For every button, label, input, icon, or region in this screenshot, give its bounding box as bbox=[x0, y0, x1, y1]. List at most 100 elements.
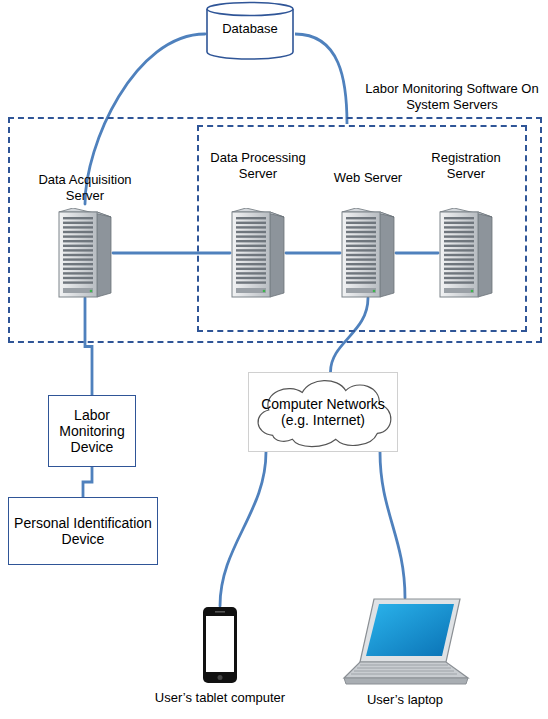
cloud-node: Computer Networks (e.g. Internet) bbox=[248, 372, 398, 452]
device-caption: User’s tablet computer bbox=[150, 690, 290, 706]
server-bay bbox=[346, 272, 376, 274]
server-label: Web Server bbox=[313, 170, 423, 186]
server-bay bbox=[346, 240, 376, 242]
phone-node: User’s tablet computer bbox=[150, 606, 290, 706]
laptop-key-row bbox=[354, 671, 454, 672]
server-bay bbox=[63, 263, 93, 265]
device-label: Personal Identification Device bbox=[14, 515, 152, 547]
connector-line bbox=[331, 298, 369, 372]
server-node: Registration Server bbox=[416, 150, 516, 298]
server-icon bbox=[340, 208, 396, 298]
laptop-key-row bbox=[360, 665, 448, 666]
server-bay bbox=[236, 249, 266, 251]
server-bay bbox=[346, 258, 376, 260]
server-bay bbox=[346, 226, 376, 228]
server-node: Data Acquisition Server bbox=[30, 172, 140, 298]
server-bay bbox=[346, 268, 376, 270]
laptop-node: User’s laptop bbox=[320, 598, 490, 708]
box-node: Labor Monitoring Device bbox=[48, 395, 136, 467]
server-side bbox=[270, 212, 284, 297]
server-bay bbox=[236, 272, 266, 274]
server-bay bbox=[236, 258, 266, 260]
server-bay bbox=[444, 268, 474, 270]
server-node: Data Processing Server bbox=[198, 150, 318, 298]
laptop-key-row bbox=[351, 674, 457, 675]
group-heading: Labor Monitoring Software On System Serv… bbox=[364, 81, 540, 113]
server-bay bbox=[236, 281, 266, 283]
server-bay bbox=[236, 240, 266, 242]
server-bay bbox=[236, 226, 266, 228]
server-bay bbox=[63, 254, 93, 256]
server-side bbox=[380, 212, 394, 297]
server-bay bbox=[236, 222, 266, 224]
server-bay bbox=[63, 235, 93, 237]
server-bay bbox=[236, 254, 266, 256]
laptop-lid bbox=[360, 599, 460, 662]
server-bay bbox=[346, 217, 376, 219]
server-bay bbox=[444, 231, 474, 233]
server-front bbox=[440, 212, 478, 297]
server-bay bbox=[63, 226, 93, 228]
server-icon bbox=[438, 208, 494, 298]
server-bay bbox=[444, 272, 474, 274]
server-bay bbox=[236, 235, 266, 237]
connector-line bbox=[220, 452, 266, 606]
laptop-icon bbox=[340, 598, 470, 690]
device-caption: User’s laptop bbox=[320, 692, 490, 708]
connector-line bbox=[83, 467, 92, 497]
server-base bbox=[236, 288, 266, 293]
server-bay bbox=[236, 268, 266, 270]
server-bay bbox=[63, 231, 93, 233]
server-bay bbox=[346, 235, 376, 237]
server-bay bbox=[444, 226, 474, 228]
server-bay bbox=[346, 245, 376, 247]
cylinder-top bbox=[207, 3, 293, 16]
server-bay bbox=[444, 263, 474, 265]
tablet-body bbox=[203, 607, 237, 683]
tablet-button bbox=[218, 675, 223, 680]
server-bay bbox=[63, 240, 93, 242]
database-link-line bbox=[295, 34, 347, 124]
server-bay bbox=[346, 277, 376, 279]
server-node: Web Server bbox=[313, 170, 423, 298]
server-side bbox=[97, 212, 111, 297]
server-icon bbox=[57, 208, 113, 298]
server-label: Registration Server bbox=[416, 150, 516, 182]
server-base bbox=[346, 288, 376, 293]
laptop-base bbox=[344, 662, 468, 678]
server-led bbox=[471, 290, 474, 293]
db-node: Database bbox=[205, 1, 295, 61]
network-label: Computer Networks (e.g. Internet) bbox=[257, 396, 389, 428]
server-base bbox=[444, 288, 474, 293]
device-label: Labor Monitoring Device bbox=[54, 407, 130, 455]
tablet-screen bbox=[206, 616, 234, 672]
server-bay bbox=[63, 249, 93, 251]
server-bay bbox=[444, 277, 474, 279]
laptop-front bbox=[344, 678, 468, 684]
server-side bbox=[478, 212, 492, 297]
server-icon bbox=[230, 208, 286, 298]
server-led bbox=[373, 290, 376, 293]
server-front bbox=[232, 212, 270, 297]
server-bay bbox=[346, 263, 376, 265]
connector-line bbox=[396, 252, 438, 255]
server-bay bbox=[346, 222, 376, 224]
connector-line bbox=[85, 298, 92, 395]
server-bay bbox=[236, 217, 266, 219]
server-bay bbox=[444, 258, 474, 260]
server-led bbox=[263, 290, 266, 293]
server-label: Data Processing Server bbox=[198, 150, 318, 182]
server-bay bbox=[444, 249, 474, 251]
server-bay bbox=[236, 245, 266, 247]
server-bay bbox=[236, 231, 266, 233]
server-bay bbox=[444, 235, 474, 237]
server-bay bbox=[236, 263, 266, 265]
server-led bbox=[90, 290, 93, 293]
connector-line bbox=[380, 452, 405, 598]
server-front bbox=[59, 212, 97, 297]
server-base bbox=[63, 288, 93, 293]
database-label: Database bbox=[205, 21, 295, 37]
tablet-icon bbox=[202, 606, 238, 684]
server-bay bbox=[444, 217, 474, 219]
